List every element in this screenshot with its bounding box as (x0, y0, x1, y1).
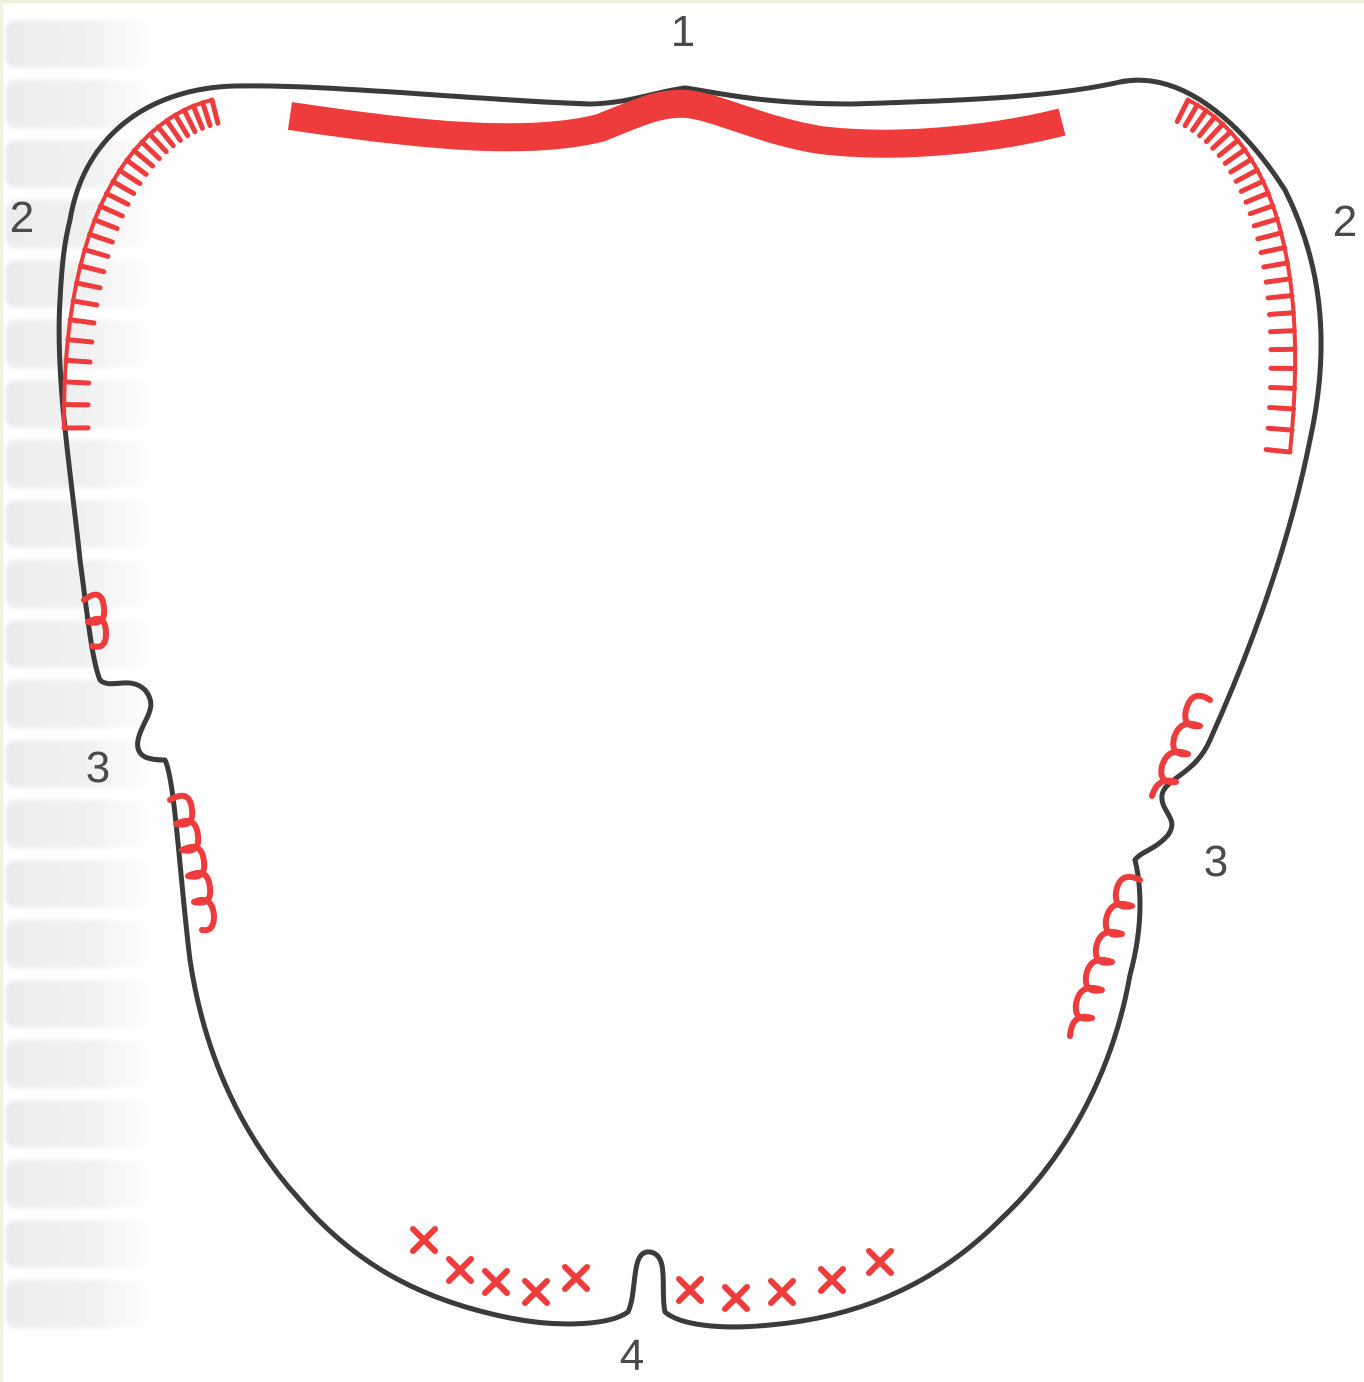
salty-tick-mark (66, 360, 90, 362)
salty-tick-mark (1268, 428, 1292, 430)
salty-tick-mark (1236, 170, 1257, 181)
salty-tick-mark (95, 220, 117, 229)
salty-tick-mark (1261, 248, 1284, 253)
salty-tick-mark (1258, 233, 1281, 239)
zone-3-right-lower-loops (1070, 877, 1140, 1036)
label-3-right: 3 (1204, 837, 1228, 886)
salty-tick-mark (120, 170, 140, 183)
salty-tick-mark (85, 250, 108, 257)
salty-tick-mark (1254, 219, 1277, 226)
bitter-cross-mark (725, 1287, 747, 1309)
label-2-right: 2 (1333, 197, 1357, 246)
bitter-cross-mark (771, 1281, 793, 1303)
salty-zone-baseline (64, 100, 212, 428)
zone-2-right-ticks (1177, 100, 1295, 452)
salty-tick-mark (1268, 295, 1292, 297)
salty-tick-mark (90, 234, 113, 242)
zone-4-crosses (413, 1229, 891, 1309)
label-2-left: 2 (10, 193, 34, 242)
salty-tick-mark (1264, 263, 1288, 267)
salty-tick-mark (1266, 279, 1290, 282)
salty-tick-mark (1250, 206, 1273, 214)
salty-tick-mark (107, 194, 128, 205)
bitter-cross-mark (449, 1259, 471, 1281)
salty-tick-mark (1246, 193, 1268, 202)
salty-tick-mark (1177, 100, 1188, 121)
salty-tick-mark (113, 182, 134, 194)
salty-tick-mark (212, 100, 218, 123)
label-3-left: 3 (86, 743, 110, 792)
salty-tick-mark (1241, 181, 1263, 191)
salty-tick-mark (134, 151, 152, 166)
salty-tick-mark (73, 301, 97, 305)
zone-3-right-upper-loops (1152, 696, 1210, 796)
zone-1-band (290, 104, 1062, 144)
salty-tick-mark (100, 206, 122, 216)
salty-tick-mark (1271, 331, 1295, 332)
bitter-cross-mark (821, 1269, 843, 1291)
bitter-cross-mark (869, 1251, 891, 1273)
salty-tick-mark (1266, 450, 1290, 452)
salty-tick-mark (193, 106, 202, 128)
salty-tick-mark (203, 103, 210, 126)
bitter-cross-mark (565, 1267, 587, 1289)
salty-tick-mark (1231, 159, 1251, 172)
salty-tick-mark (65, 382, 89, 383)
salty-tick-mark (77, 283, 100, 288)
bitter-cross-mark (413, 1229, 435, 1251)
label-1: 1 (671, 7, 695, 56)
salty-tick-mark (80, 266, 103, 272)
salty-tick-mark (68, 340, 92, 342)
label-4: 4 (620, 1331, 644, 1380)
tongue-outline (59, 80, 1321, 1327)
salty-tick-mark (1271, 388, 1295, 389)
salty-tick-mark (1270, 408, 1294, 409)
salty-tick-mark (70, 320, 94, 323)
salty-tick-mark (1270, 313, 1294, 315)
bitter-cross-mark (679, 1279, 701, 1301)
bitter-cross-mark (485, 1271, 507, 1293)
zone-2-left-ticks (64, 100, 218, 428)
bitter-cross-mark (525, 1281, 547, 1303)
salty-tick-mark (127, 160, 146, 174)
salty-tick-mark (1225, 150, 1245, 164)
